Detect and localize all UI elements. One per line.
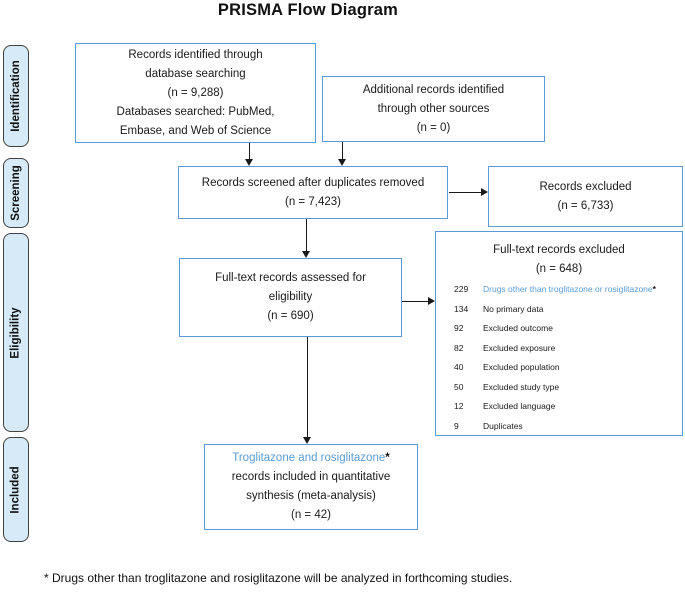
box-line: (n = 9,288): [167, 86, 224, 99]
arrow-assessed-to-included: [303, 337, 312, 444]
reason-count: 9: [454, 420, 459, 431]
arrowhead-right-icon: [428, 297, 435, 305]
arrowhead-down-icon: [245, 159, 253, 166]
reason-count: 50: [454, 381, 464, 392]
exclusion-reason-list: 229 Drugs other than troglitazone or ros…: [436, 284, 682, 440]
stage-eligibility: Eligibility: [3, 233, 29, 432]
box-line: database searching: [145, 67, 246, 80]
stage-eligibility-label: Eligibility: [10, 306, 22, 359]
arrow-screened-to-excluded: [449, 188, 488, 197]
reason-label: Excluded language: [483, 401, 556, 411]
box-line: through other sources: [377, 102, 490, 115]
box-fulltext-excluded: Full-text records excluded (n = 648) 229…: [435, 231, 683, 436]
box-line: (n = 690): [267, 310, 314, 322]
box-line: Records identified through: [128, 48, 263, 61]
page-title: PRISMA Flow Diagram: [217, 1, 399, 19]
stage-identification-label: Identification: [10, 60, 22, 132]
reason-count: 229: [454, 284, 469, 294]
arrow-screened-to-assessed: [302, 219, 311, 258]
box-records-identified: Records identified through database sear…: [75, 43, 316, 143]
arrow-shaft: [341, 142, 344, 160]
arrow-additional-to-screened: [338, 142, 347, 166]
reason-count: 40: [454, 362, 464, 372]
box-line: Full-text records assessed for: [215, 272, 366, 284]
box-fulltext-assessed: Full-text records assessed for eligibili…: [179, 258, 402, 337]
list-item: 92 Excluded outcome: [436, 323, 682, 343]
arrow-shaft: [306, 337, 309, 438]
box-line: Embase, and Web of Science: [119, 124, 272, 137]
box-line: (n = 6,733): [557, 199, 614, 212]
list-item: 82 Excluded exposure: [436, 343, 682, 363]
stage-included: Included: [3, 437, 29, 542]
reason-label: Excluded exposure: [483, 342, 556, 353]
list-item: 229 Drugs other than troglitazone or ros…: [436, 284, 682, 304]
box-line: Additional records identified: [362, 83, 505, 96]
box-line: eligibility: [268, 291, 313, 303]
stage-screening: Screening: [3, 158, 29, 228]
arrow-shaft: [305, 219, 308, 252]
box-line: records included in quantitative: [231, 471, 391, 483]
arrowhead-right-icon: [481, 188, 488, 196]
arrow-shaft: [248, 143, 251, 160]
list-item: 40 Excluded population: [436, 362, 682, 382]
arrowhead-down-icon: [338, 159, 346, 166]
reason-label: Excluded population: [483, 362, 560, 372]
box-line: (n = 0): [416, 121, 451, 134]
arrow-assessed-to-fulltext-excluded: [402, 297, 435, 306]
stage-screening-label: Screening: [10, 165, 23, 221]
box-count: (n = 648): [535, 263, 583, 275]
footnote: * Drugs other than troglitazone and rosi…: [44, 571, 513, 585]
box-line: Records screened after duplicates remove…: [201, 176, 425, 189]
arrow-shaft: [402, 300, 429, 303]
box-line: (n = 7,423): [285, 195, 341, 208]
arrow-shaft: [449, 191, 482, 194]
reason-label: No primary data: [483, 303, 544, 314]
reason-label: Drugs other than troglitazone or rosigli…: [483, 284, 653, 294]
box-title: Full-text records excluded: [493, 244, 625, 256]
box-line: synthesis (meta-analysis): [246, 490, 376, 502]
reason-count: 12: [454, 401, 464, 411]
reason-label: Excluded outcome: [483, 323, 553, 333]
list-item: 50 Excluded study type: [436, 382, 682, 402]
reason-count: 82: [454, 342, 464, 353]
stage-included-label: Included: [10, 465, 22, 514]
box-line: Databases searched: PubMed,: [116, 105, 275, 118]
reason-label: Excluded study type: [483, 381, 560, 392]
arrowhead-down-icon: [303, 437, 311, 444]
list-item: 9 Duplicates: [436, 421, 682, 441]
box-line: (n = 42): [291, 509, 331, 521]
footnote-asterisk: *: [652, 284, 656, 294]
included-accent-text: Troglitazone and rosiglitazone: [232, 452, 386, 464]
arrow-identified-to-screened: [245, 143, 254, 166]
list-item: 134 No primary data: [436, 304, 682, 324]
stage-identification: Identification: [3, 45, 29, 147]
arrowhead-down-icon: [302, 251, 310, 258]
box-records-excluded: Records excluded (n = 6,733): [488, 166, 683, 227]
box-line-accent: Troglitazone and rosiglitazone*: [232, 449, 389, 468]
reason-count: 92: [454, 323, 464, 333]
reason-count: 134: [454, 303, 469, 314]
box-included: Troglitazone and rosiglitazone* records …: [204, 444, 418, 530]
footnote-asterisk: *: [385, 452, 390, 464]
box-additional-records: Additional records identified through ot…: [322, 76, 545, 142]
box-line: Records excluded: [539, 180, 632, 193]
reason-label: Duplicates: [483, 420, 523, 431]
list-item: 12 Excluded language: [436, 401, 682, 421]
box-records-screened: Records screened after duplicates remove…: [178, 166, 448, 219]
